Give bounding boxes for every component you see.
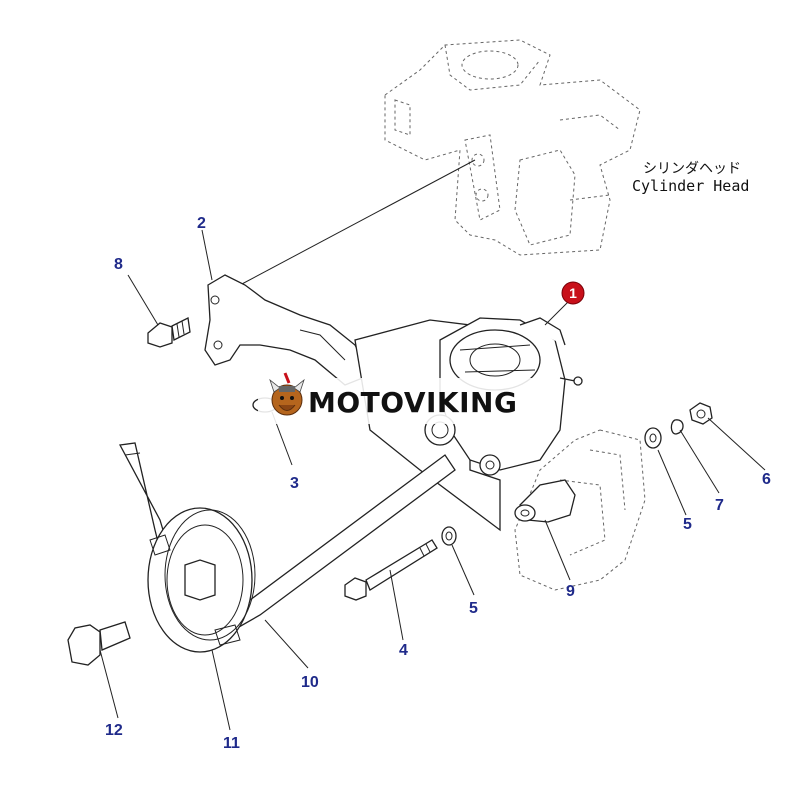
label-part-7: 7 [715, 497, 724, 514]
bolt-4 [344, 539, 438, 601]
label-part-11: 11 [223, 735, 240, 752]
mounting-bracket [204, 274, 371, 386]
bracket-mount-leader [239, 159, 476, 286]
callout-number-1: 1 [569, 285, 577, 301]
cylinder-head-outline [384, 39, 641, 256]
label-part-3: 3 [290, 475, 299, 492]
nut-6 [689, 402, 713, 425]
viking-logo-icon [269, 372, 305, 416]
label-part-12: 12 [105, 722, 123, 739]
washer-5-upper [644, 427, 662, 449]
pulley-11 [147, 507, 256, 653]
watermark-banner: MOTOVIKING [258, 372, 532, 424]
washer-5-lower [441, 526, 457, 546]
watermark-brand-text: MOTOVIKING [308, 386, 517, 419]
bolt-12 [67, 621, 131, 666]
main-part-callout: 1 [561, 281, 585, 305]
bolt-8 [147, 317, 191, 348]
label-part-5-lower: 5 [469, 600, 478, 617]
bushing-9 [514, 479, 576, 523]
cylinder-head-en-label: Cylinder Head [632, 177, 749, 195]
leader-lines [99, 229, 766, 731]
cylinder-head-jp-label: シリンダヘッド [643, 161, 741, 177]
label-part-10: 10 [301, 674, 319, 691]
label-part-2: 2 [197, 215, 206, 232]
label-part-8: 8 [114, 256, 123, 273]
label-part-9: 9 [566, 583, 575, 600]
label-part-6: 6 [762, 471, 771, 488]
engine-block-right [514, 429, 646, 591]
label-part-4: 4 [399, 642, 408, 659]
label-part-5-upper: 5 [683, 516, 692, 533]
